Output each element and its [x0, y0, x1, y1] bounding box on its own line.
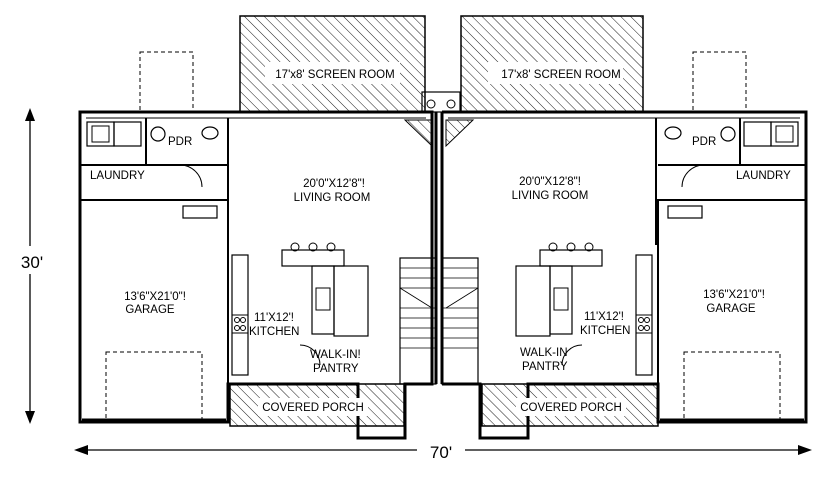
living-name-label: LIVING ROOM: [512, 190, 589, 202]
garage-name-label: GARAGE: [125, 304, 175, 316]
pantry-label-line2: PANTRY: [522, 361, 568, 373]
height-dimension-label: 30': [21, 253, 43, 272]
kitchen-size-label: 11'X12'!: [254, 312, 294, 324]
screen-room-label: 17'x8' SCREEN ROOM: [501, 69, 620, 81]
garage-name-label: GARAGE: [706, 303, 756, 315]
kitchen-size-label: 11'X12'!: [584, 311, 624, 323]
pantry-label-line1: WALK-IN!: [310, 349, 361, 361]
width-dimension: 70': [74, 438, 812, 464]
width-dimension-label: 70': [430, 443, 452, 462]
pantry-label-line1: WALK-IN: [520, 347, 568, 359]
porch-label: COVERED PORCH: [520, 402, 622, 414]
porch-label: COVERED PORCH: [262, 402, 364, 414]
unit-left: 17'x8' SCREEN ROOM PDR LAUNDRY 13'6"X21'…: [78, 15, 438, 440]
living-size-label: 20'0"X12'8"!: [303, 178, 365, 190]
height-dimension: 30': [12, 108, 52, 424]
unit-right: 17'x8' SCREEN ROOM PDR LAUNDRY 13'6"X21'…: [440, 15, 808, 440]
stairs-right: [441, 257, 479, 385]
kitchen-name-label: KITCHEN: [580, 325, 630, 337]
pdr-label: PDR: [168, 136, 192, 148]
kitchen-name-label: KITCHEN: [249, 326, 299, 338]
living-name-label: LIVING ROOM: [294, 192, 371, 204]
garage-size-label: 13'6"X21'0"!: [703, 289, 765, 301]
pantry-label-line2: PANTRY: [313, 363, 359, 375]
living-size-label: 20'0"X12'8"!: [519, 176, 581, 188]
laundry-label: LAUNDRY: [736, 170, 791, 182]
stairs-left: [399, 257, 437, 385]
laundry-label: LAUNDRY: [90, 170, 145, 182]
pdr-label: PDR: [692, 136, 716, 148]
garage-size-label: 13'6"X21'0"!: [124, 291, 186, 303]
screen-room-label: 17'x8' SCREEN ROOM: [275, 69, 394, 81]
